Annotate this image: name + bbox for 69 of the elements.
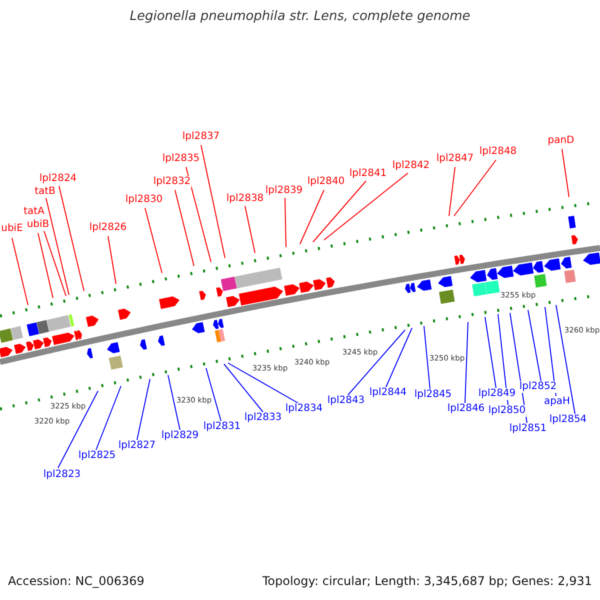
gene-label: lpl2825 xyxy=(77,450,117,462)
leader-line xyxy=(186,166,212,262)
gene-label: lpl2838 xyxy=(225,193,265,205)
leader-line xyxy=(206,368,222,422)
gene-label: lpl2834 xyxy=(284,403,324,415)
leader-line xyxy=(58,390,98,468)
gene-label: lpl2851 xyxy=(508,423,548,435)
leader-line xyxy=(498,314,508,406)
leader-line xyxy=(556,304,576,414)
leader-line xyxy=(464,322,468,404)
footer-note: Topology: circular; Length: 3,345,687 bp; Genes: 2,931 xyxy=(262,574,592,588)
leader-line xyxy=(136,378,150,440)
gene-label: panD xyxy=(546,135,576,147)
leader-line xyxy=(484,316,496,388)
leader-line xyxy=(108,236,116,284)
leader-line xyxy=(454,160,496,216)
gene-label: lpl2839 xyxy=(264,185,304,197)
leader-line xyxy=(424,326,430,390)
leader-line xyxy=(348,330,406,396)
gene-label: lpl2842 xyxy=(391,160,431,172)
gene-label: lpl2831 xyxy=(202,421,242,433)
gene-label: lpl2840 xyxy=(306,176,346,188)
leader-line xyxy=(324,172,408,240)
gene-label: lpl2827 xyxy=(117,440,157,452)
gene-label: lpl2824 xyxy=(38,173,78,185)
gene-label: lpl2852 xyxy=(518,381,558,393)
footer-note: Accession: NC_006369 xyxy=(8,574,144,588)
leader-line xyxy=(300,190,324,244)
gene-label: lpl2854 xyxy=(548,414,588,426)
leader-line xyxy=(228,362,298,404)
gene-label: lpl2829 xyxy=(160,430,200,442)
leader-line xyxy=(312,180,366,242)
leader-line xyxy=(448,166,456,216)
gene-label: apaH xyxy=(542,396,572,408)
leader-line xyxy=(200,144,226,258)
leader-line xyxy=(528,310,542,382)
leader-line xyxy=(144,208,162,274)
leader-line xyxy=(58,186,84,292)
gene-label: lpl2835 xyxy=(161,153,201,165)
gene-label: lpl2848 xyxy=(478,146,518,158)
leader-line xyxy=(168,374,180,430)
gene-label: lpl2843 xyxy=(326,395,366,407)
leader-line xyxy=(284,198,286,248)
leader-line xyxy=(544,306,556,396)
gene-label: lpl2837 xyxy=(181,131,221,143)
gene-label: lpl2844 xyxy=(368,387,408,399)
leader-line xyxy=(244,206,256,254)
leader-line xyxy=(386,328,412,388)
gene-label: lpl2832 xyxy=(152,176,192,188)
gene-label: tatB xyxy=(34,186,56,198)
leader-line xyxy=(562,148,570,198)
gene-label: lpl2845 xyxy=(413,389,453,401)
gene-label: lpl2850 xyxy=(487,405,527,417)
leader-line xyxy=(174,190,194,266)
gene-label: lpl2849 xyxy=(477,388,517,400)
leader-line xyxy=(46,198,70,296)
title: Legionella pneumophila str. Lens, complete genome xyxy=(128,9,472,24)
gene-label: lpl2830 xyxy=(124,194,164,206)
leader-line xyxy=(12,238,28,306)
leader-line xyxy=(96,386,122,450)
gene-label: lpl2847 xyxy=(435,153,475,165)
gene-label: lpl2846 xyxy=(446,403,486,415)
leader-line xyxy=(38,232,54,298)
gene-label: lpl2823 xyxy=(42,469,82,481)
gene-label: lpl2833 xyxy=(243,412,283,424)
gene-label: lpl2826 xyxy=(88,222,128,234)
gene-label: ubiB xyxy=(26,219,50,231)
gene-label: lpl2841 xyxy=(348,168,388,180)
leader-line xyxy=(224,364,264,412)
